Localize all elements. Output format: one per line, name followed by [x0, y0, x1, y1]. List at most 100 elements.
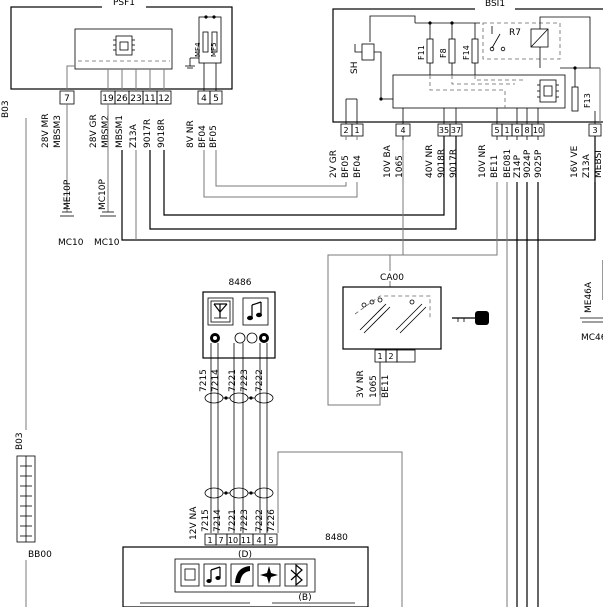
wire-code: BE11 [381, 375, 391, 398]
wire-color: 40V NR [425, 145, 435, 178]
wire-code: 7215 [199, 369, 209, 392]
ground-label: MC46 [581, 333, 603, 343]
bsi1-box [332, 8, 603, 123]
psf1-ecu-box [74, 28, 173, 70]
wire-code: BF04 [353, 155, 363, 178]
music-note-icon [203, 563, 227, 587]
ca00-title: CA00 [380, 273, 404, 283]
wire-color: 3V NR [356, 370, 366, 398]
wire-code: 1065 [369, 375, 379, 398]
wire-code: Z13A [582, 153, 592, 178]
wire-color: 8V NR [186, 120, 196, 148]
bsi1-pin: 4 [400, 126, 405, 135]
wire-code: 7221 [228, 369, 238, 392]
bsi1-pin: 37 [451, 126, 461, 135]
wire-color: 16V VE [570, 145, 580, 178]
wire-code: MBSM1 [115, 115, 125, 148]
bsi1-unit: BSI1 R7 F11 F8 F14 F13 [332, 0, 603, 137]
bsi1-pin: 10 [533, 126, 543, 135]
relay-r7-box [482, 22, 561, 60]
bsi1-ecu-box [392, 74, 566, 109]
psf1-wire-labels: 28V MR MBSM3 28V GR MBSM2 MBSM1 Z13A 901… [41, 114, 219, 149]
c8480-pin: 5 [268, 536, 273, 545]
ca00-box [342, 286, 442, 350]
wire-color: 28V MR [41, 114, 51, 149]
c8486-title: 8486 [229, 278, 252, 288]
wire-code: 7226 [267, 509, 277, 532]
psf1-pin: 12 [158, 94, 169, 104]
ground-label: ME46A [584, 281, 594, 313]
phone-icon [230, 563, 254, 587]
fuse-f8-label: F8 [439, 48, 448, 58]
wire-code: 9018R [157, 119, 167, 148]
wire-code: BE11 [490, 155, 500, 178]
bsi1-pin: 35 [439, 126, 449, 135]
fuse-mf5-label: MF5 [210, 42, 218, 57]
fuse-f11-label: F11 [417, 45, 426, 60]
relay-r7-label: R7 [509, 28, 521, 38]
bsi1-pin: 2 [343, 126, 348, 135]
psf1-unit: PSF1 MF4 MF5 [10, 0, 233, 105]
ground-label: MC10 [58, 238, 84, 248]
wire-code: BF04 [198, 125, 208, 148]
wire-color: 10V NR [478, 145, 488, 178]
antenna-icon [207, 297, 234, 326]
psf1-fuse-block: MF4 MF5 [185, 15, 222, 69]
wire-code: 7223 [240, 509, 250, 532]
wire-code: MEBSI [594, 150, 603, 178]
harness-wires [25, 68, 603, 607]
bsi1-pin: 3 [592, 126, 597, 135]
c8480-title: 8480 [325, 533, 348, 543]
bsi1-pin: 1 [504, 126, 509, 135]
bsi1-title: BSI1 [485, 0, 505, 9]
wire-color: 2V GR [329, 150, 339, 178]
c8480-pin: 10 [228, 536, 238, 545]
ecu-icon [180, 563, 200, 587]
connector-d-label: (D) [238, 550, 252, 560]
psf1-connector: 7 19 26 23 11 12 4 5 [59, 90, 223, 105]
relay-coil [530, 28, 549, 48]
wire-code: 9017R [449, 149, 459, 178]
c8480-pin: 11 [241, 536, 251, 545]
c8480-pin: 4 [256, 536, 261, 545]
wire-code: 7222 [255, 509, 265, 532]
ecu-icon [113, 35, 135, 56]
wire-code: BF05 [341, 155, 351, 178]
wire-code: 1065 [395, 155, 405, 178]
ca00-pin: 1 [377, 352, 382, 361]
bsi1-wire-labels: 2V GR BF05 BF04 10V BA 1065 40V NR 9018R… [329, 144, 603, 178]
wire-color: 28V GR [89, 114, 99, 148]
ca00-unit: CA00 1 2 3V NR 1065 BE11 [342, 271, 489, 398]
fuse-mf4-label: MF4 [194, 42, 202, 57]
wire-code: 9018R [437, 149, 447, 178]
ground-label: ME10P [63, 179, 73, 210]
wire-color: 12V NA [189, 506, 199, 540]
ecu-icon [537, 79, 559, 103]
wire-code: BF05 [209, 125, 219, 148]
bb00-label: BB00 [28, 550, 52, 560]
c8480-pin: 7 [218, 536, 223, 545]
c8480-pin: 1 [207, 536, 212, 545]
bsi1-pin: 1 [354, 126, 359, 135]
compass-icon [257, 563, 281, 587]
wire-code: 7221 [228, 509, 238, 532]
wire-color: 10V BA [383, 144, 393, 178]
fuse-f14-label: F14 [462, 45, 471, 60]
ground-mc10p: MC10P MC10 [94, 178, 120, 248]
c8486-unit: 8486 7215 7214 7221 7223 7222 [199, 278, 276, 392]
shunt-sh-label: SH [350, 62, 360, 74]
bsi1-pin: 6 [514, 126, 519, 135]
psf1-pin: 7 [64, 94, 70, 104]
wire-code: MBSM2 [101, 115, 111, 148]
psf1-pin: 19 [102, 94, 114, 104]
bsi1-pin: 8 [524, 126, 529, 135]
ground-me46a: ME46A MC46 [580, 281, 603, 343]
psf1-pin: 4 [201, 94, 207, 104]
b03-left-label: B03 [1, 100, 11, 118]
ground-label: MC10 [94, 238, 120, 248]
wire-code: 9017R [143, 119, 153, 148]
wire-code: 7214 [213, 509, 223, 532]
shielded-cables [204, 343, 403, 607]
c8480-unit: 12V NA 7215 7214 7221 7223 7222 7226 848… [122, 506, 369, 607]
